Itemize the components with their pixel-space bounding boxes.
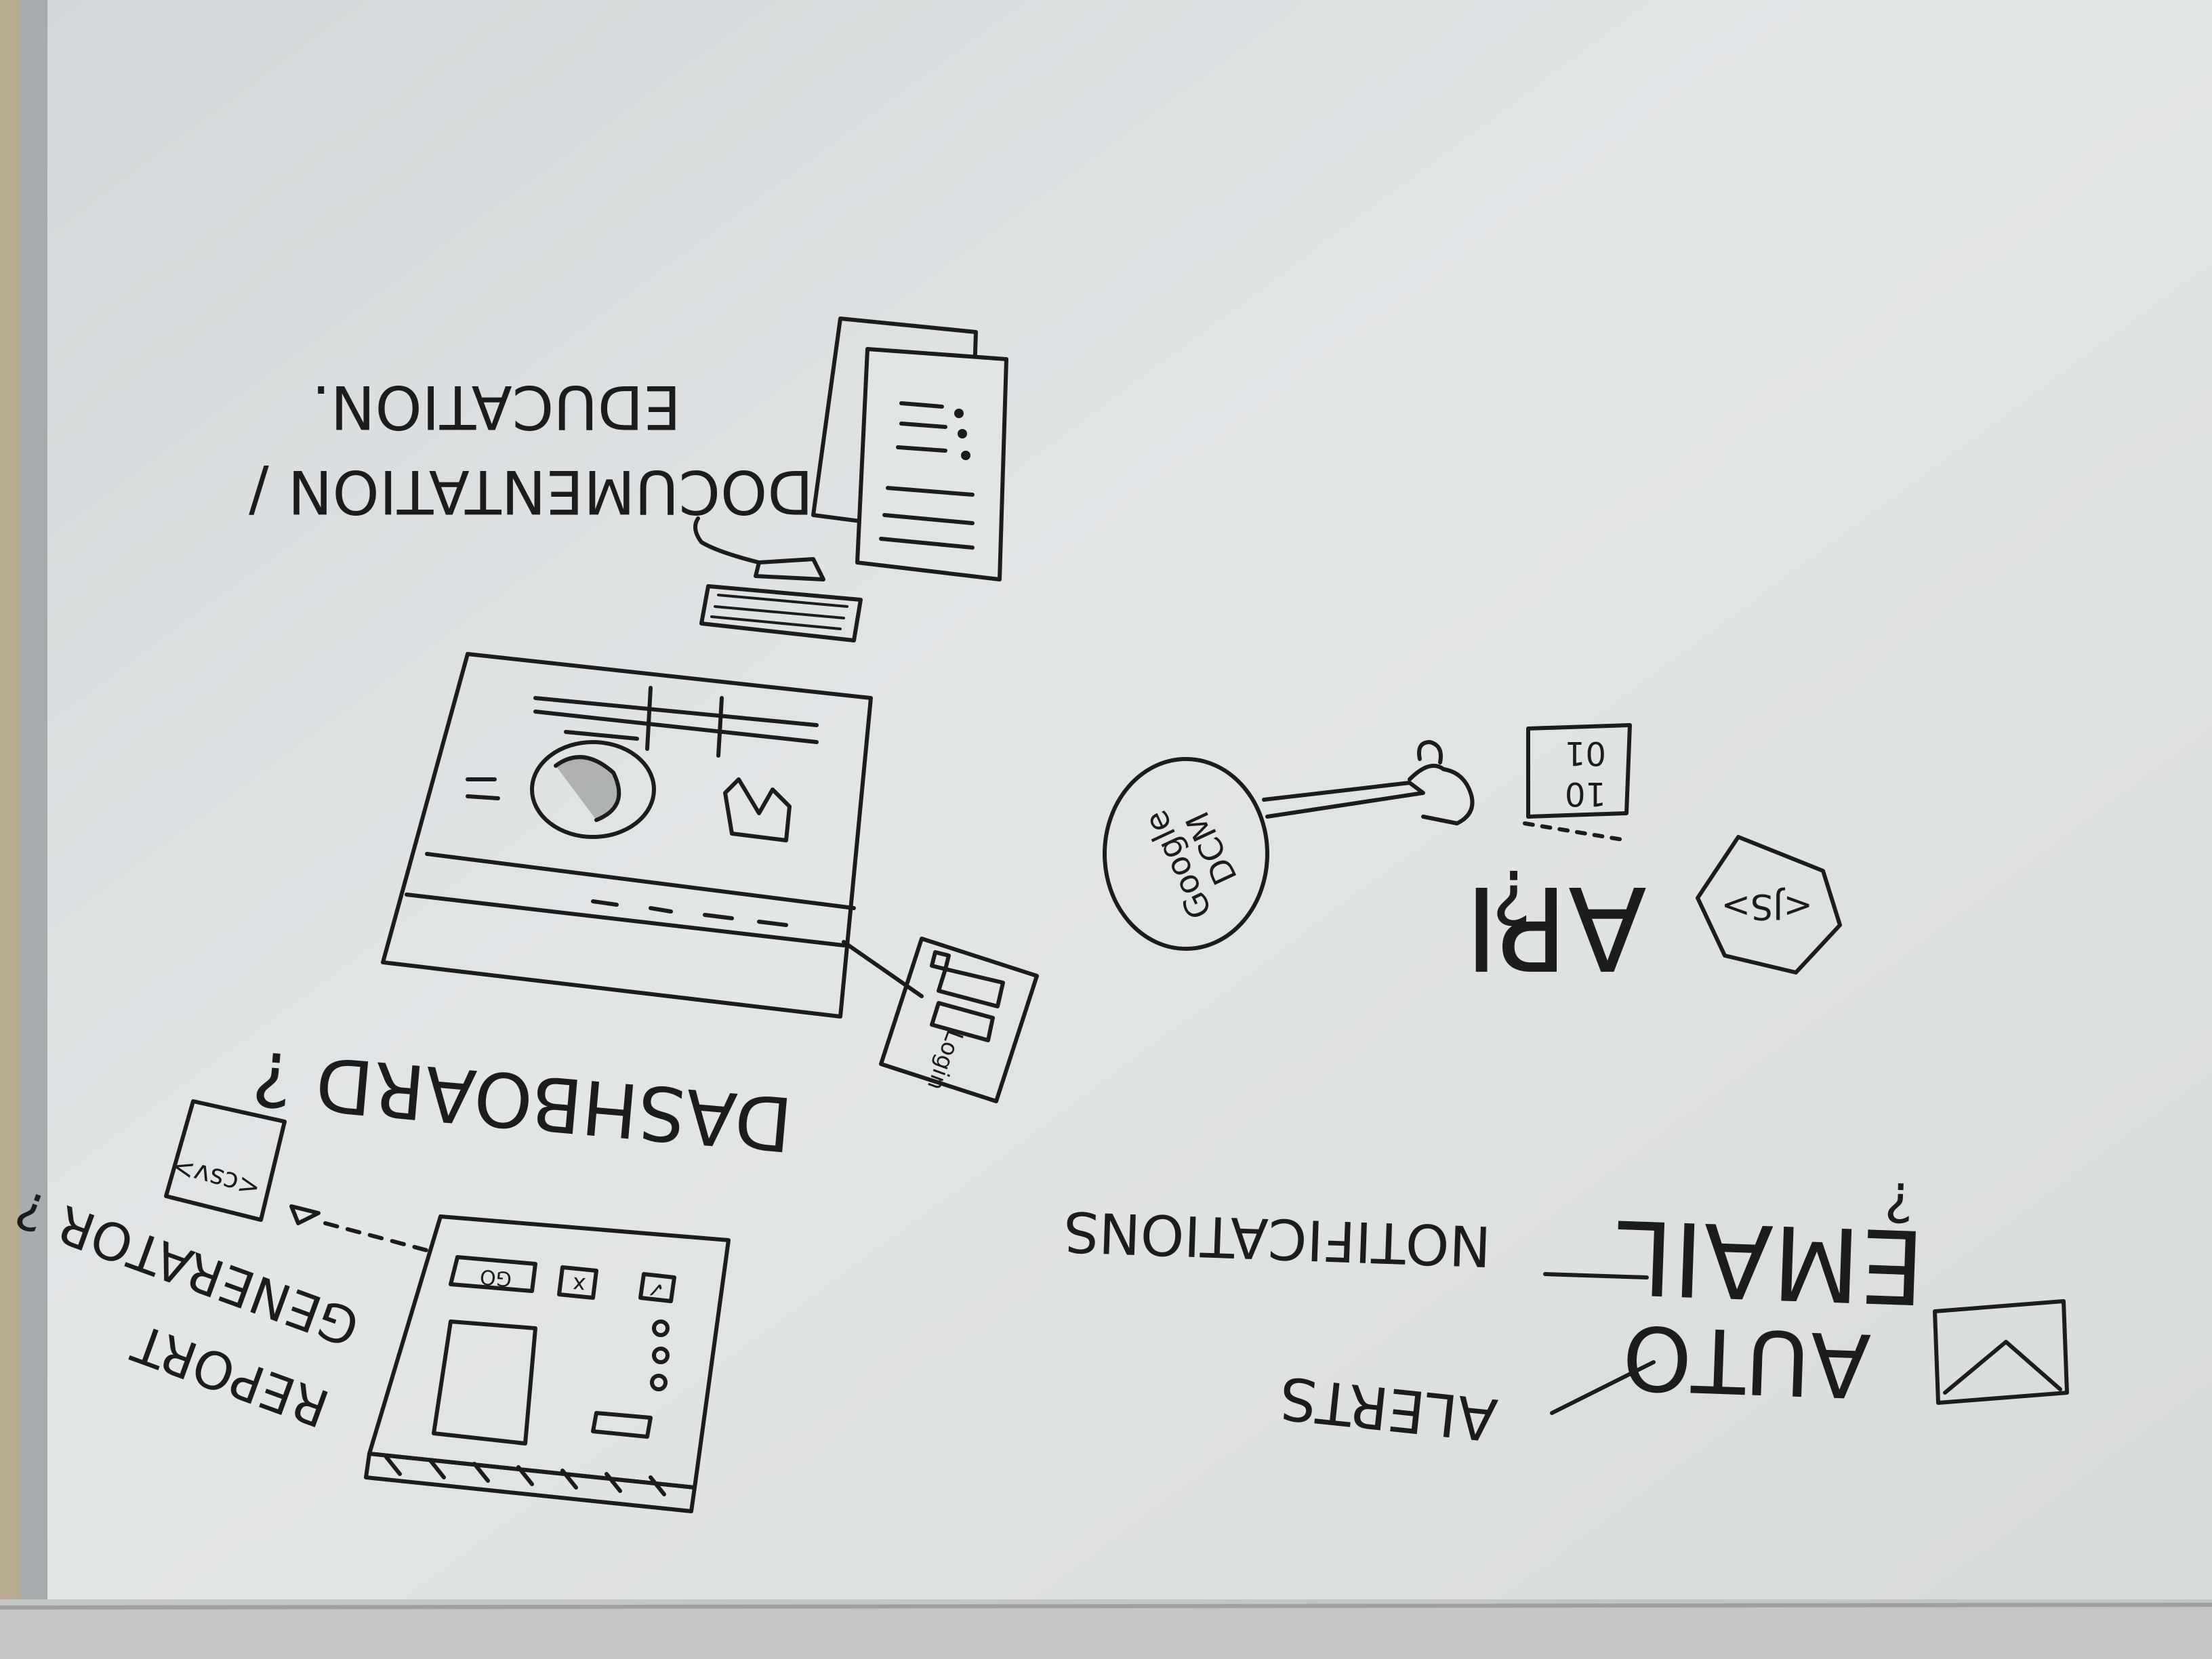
email-text: EMAIL	[1614, 1197, 1926, 1326]
email-label: EMAIL ?	[1614, 1170, 1926, 1326]
binary-box-icon: 10 01	[1523, 723, 1632, 842]
marker-tray	[0, 1599, 2212, 1659]
report-generator-wireframe: GO x ✓	[364, 1214, 731, 1513]
board-surface	[47, 0, 2212, 1599]
binary-bottom-text: 01	[1565, 734, 1606, 772]
close-icon: x	[571, 1271, 586, 1298]
binary-top-text: 10	[1565, 775, 1606, 813]
keyboard-icon	[693, 516, 863, 642]
email-question-text: ?	[1883, 1170, 1914, 1233]
email-envelope-icon	[1933, 1299, 2069, 1405]
education-label: EDUCATION.	[312, 372, 681, 442]
api-label: API ?	[1465, 853, 1647, 994]
api-text: API	[1465, 860, 1647, 994]
dashboard-wireframe	[381, 652, 873, 1019]
auto-text: AUTO	[1621, 1305, 1872, 1417]
js-hexagon-icon: <JS>	[1696, 835, 1842, 975]
js-text: <JS>	[1721, 886, 1813, 926]
tray-edge	[0, 1603, 2212, 1610]
documentation-label: DOCUMENTATION /	[249, 457, 813, 527]
check-icon: ✓	[645, 1276, 665, 1303]
sketches: DOCUMENTATION / EDUCATION.	[8, 316, 2069, 1513]
notifications-label: NOTIFICATIONS	[1063, 1198, 1492, 1277]
documentation-text: DOCUMENTATION /	[249, 457, 813, 527]
education-text: EDUCATION.	[312, 372, 681, 442]
documentation-papers-icon	[811, 316, 1008, 581]
go-button-text: GO	[479, 1265, 513, 1291]
notifications-connector	[1543, 1272, 1649, 1279]
api-question-text: ?	[1492, 853, 1532, 940]
auto-label: AUTO	[1621, 1305, 1872, 1417]
notifications-text: NOTIFICATIONS	[1063, 1198, 1492, 1277]
alerts-connector	[1550, 1360, 1656, 1415]
